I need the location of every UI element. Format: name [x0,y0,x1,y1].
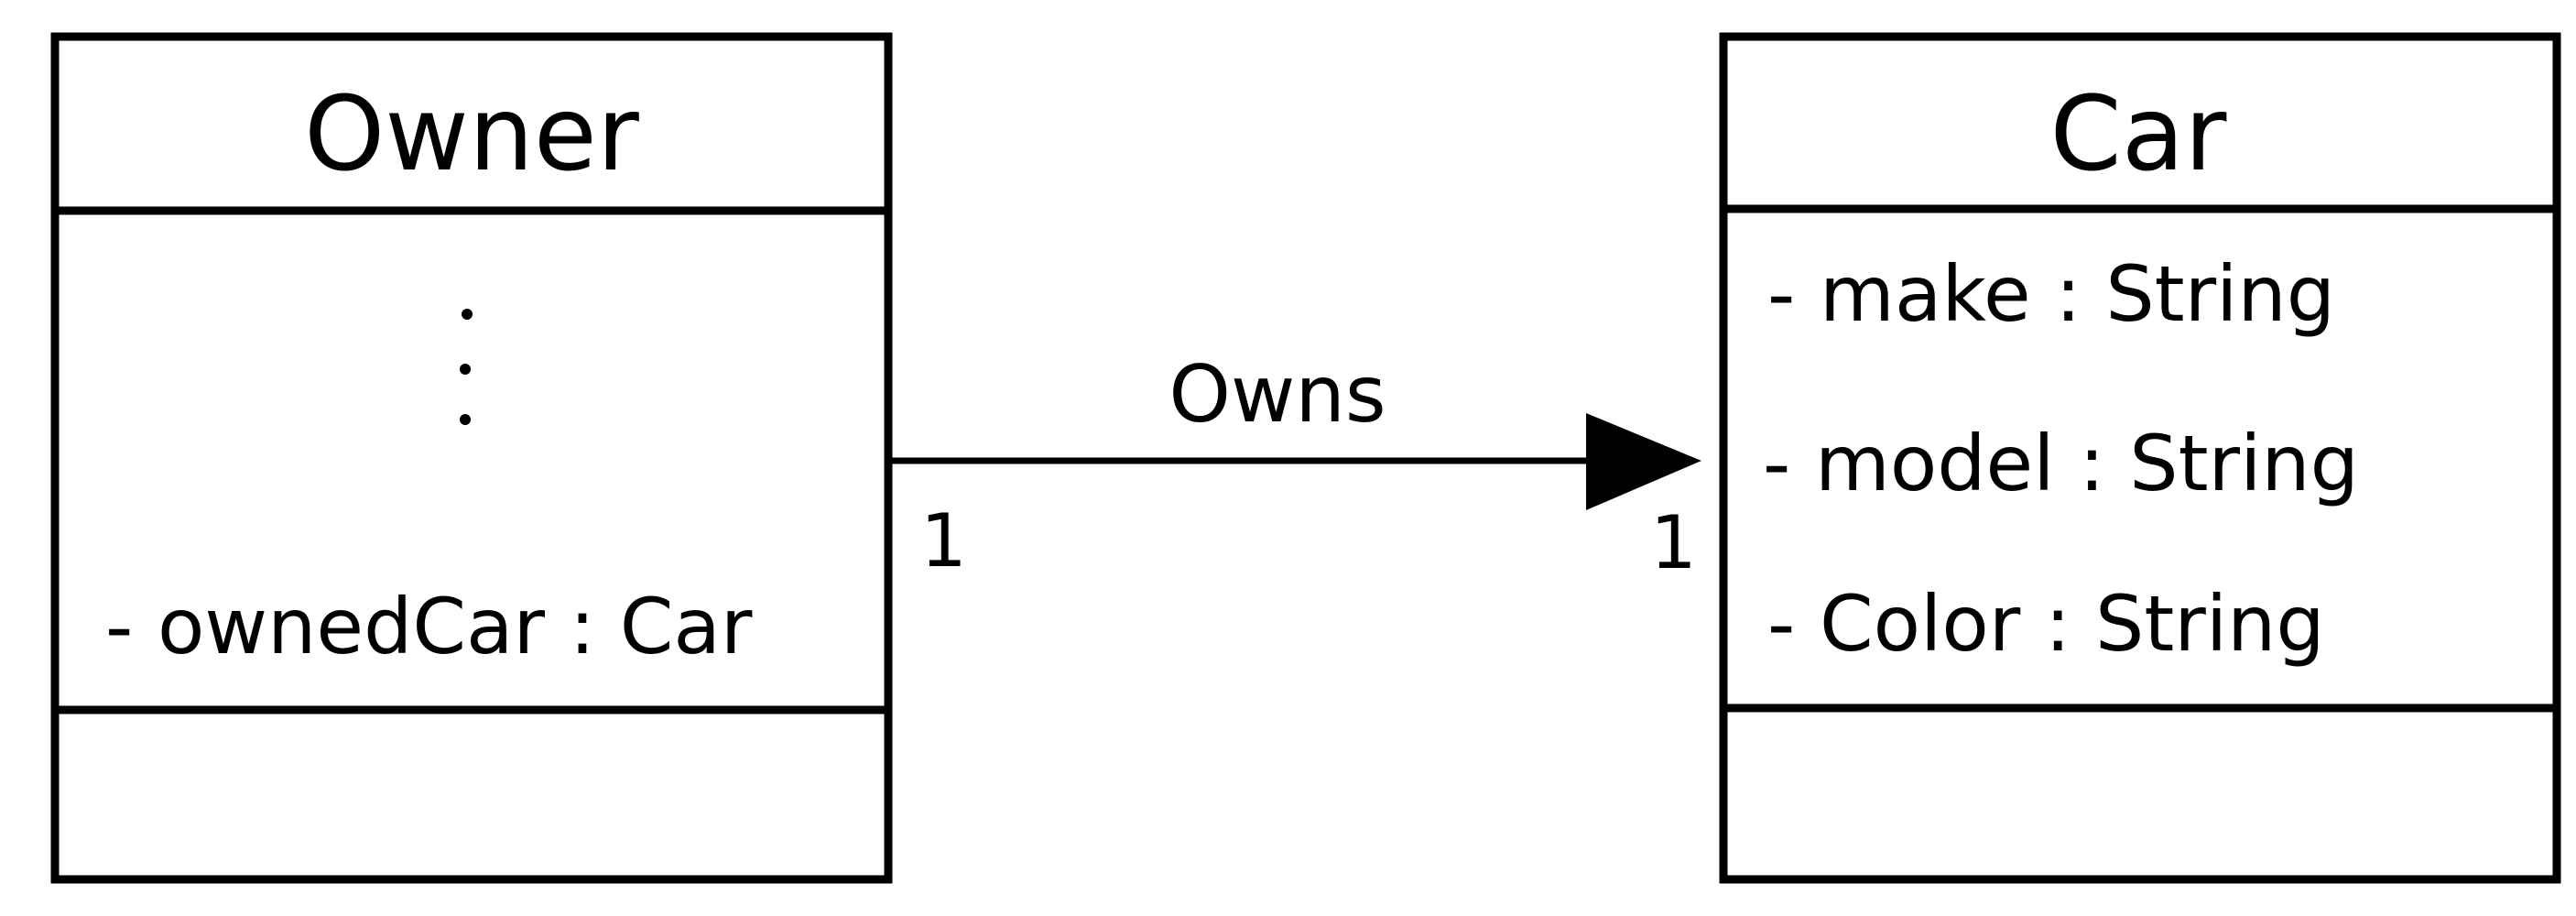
owner-class-name: Owner [304,75,640,194]
owner-class[interactable]: Owner - ownedCar : Car [50,32,893,884]
car-attribute-color: - Color : String [1767,579,2325,669]
car-class-outline [1719,32,2561,884]
owner-ellipsis-dots [460,309,473,425]
owner-attribute-owned-car: - ownedCar : Car [105,582,753,671]
car-class[interactable]: Car - make : String - model : String - C… [1719,32,2561,884]
association-label: Owns [1168,349,1386,441]
association-arrowhead [1586,413,1701,510]
owns-association[interactable]: Owns 1 1 [888,349,1701,585]
car-attribute-model: - model : String [1763,419,2359,508]
car-attribute-make: - make : String [1767,249,2335,339]
car-multiplicity: 1 [1650,500,1697,585]
owner-multiplicity: 1 [920,498,967,583]
car-class-name: Car [2050,75,2228,194]
